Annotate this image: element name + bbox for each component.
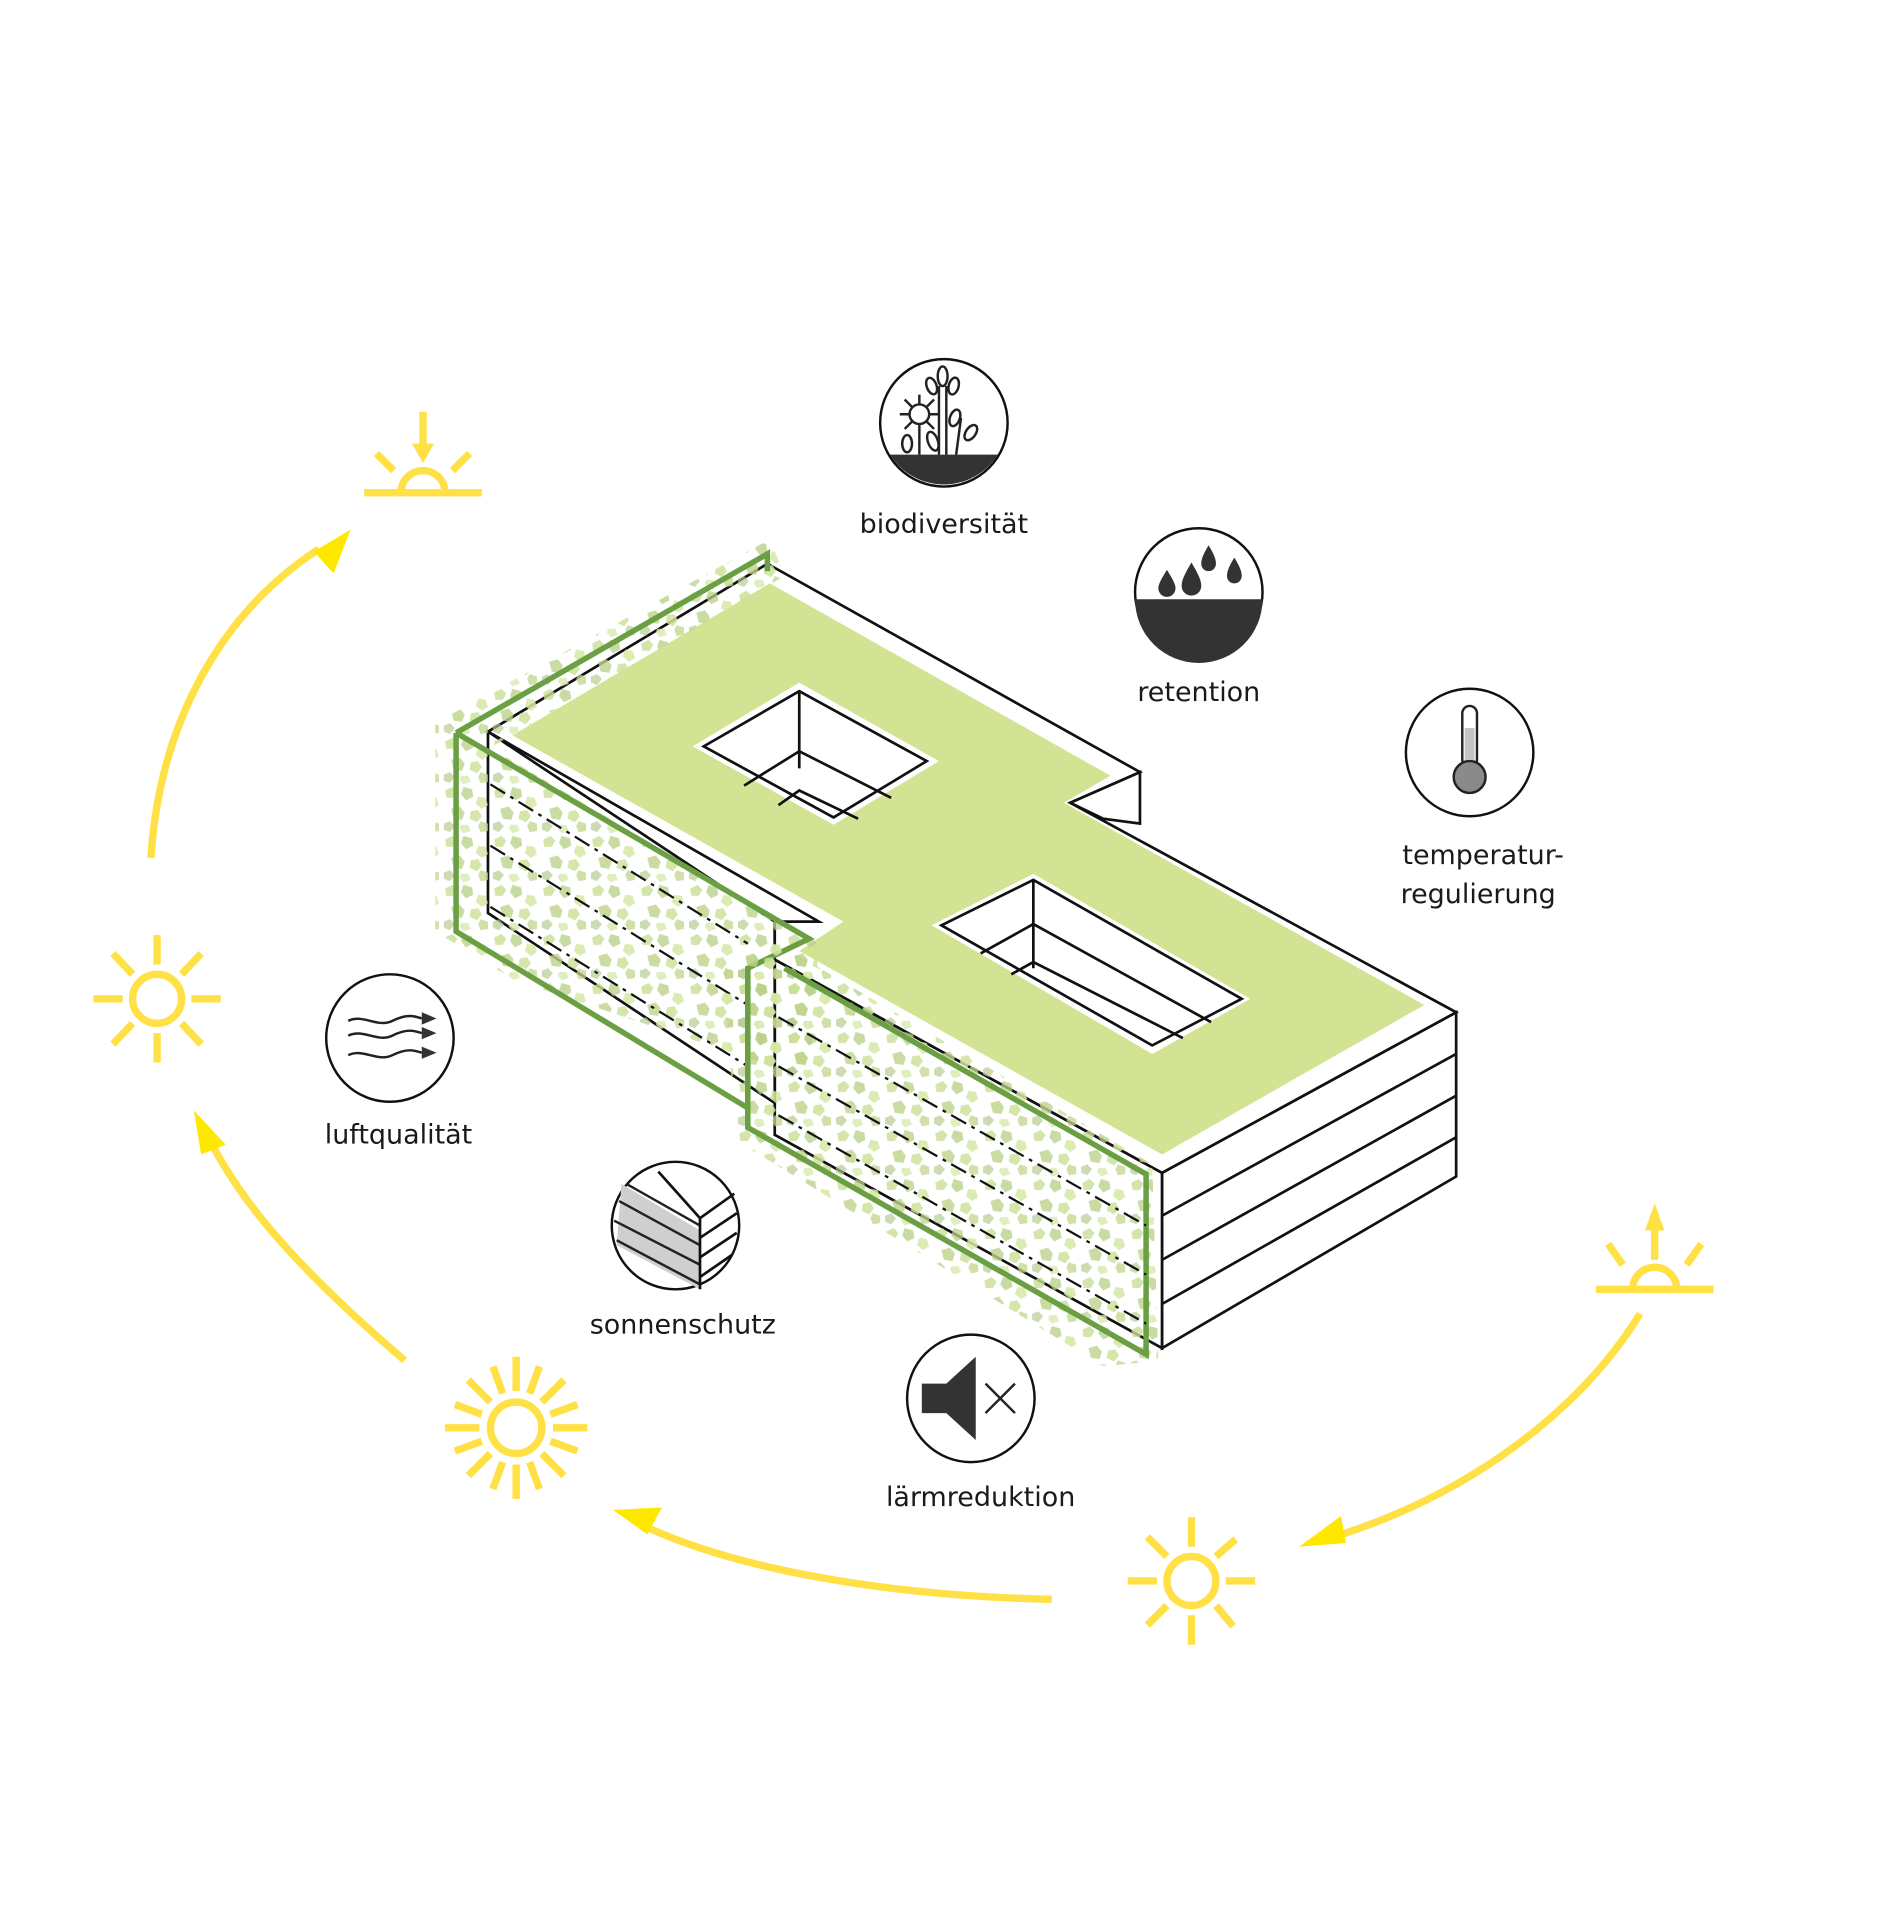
thermometer-icon [1452,704,1487,795]
sun-icon [445,1356,588,1499]
air-flow-icon [347,1012,437,1059]
arrowhead-icon [1299,1516,1346,1547]
building [435,539,1459,1367]
benefit-temperatur [1404,687,1535,818]
water-retention-icon [1158,545,1242,597]
sun-path-arc-bottom [642,1522,1052,1604]
speaker-muted-icon [921,1356,1016,1441]
sun-icon [93,935,221,1063]
sun-path-arc-lower-left [205,1135,408,1364]
arrowhead-icon [313,529,351,574]
courtyard-1 [692,682,939,825]
label-sonnenschutz: sonnenschutz [590,1309,776,1340]
benefit-biodiversitaet [878,357,1009,488]
label-temperatur-line1: temperatur- [1402,840,1563,871]
label-laermreduktion: lärmreduktion [886,1482,1075,1513]
label-retention: retention [1137,677,1260,708]
sun-path-arc-right [1328,1311,1644,1542]
sunset-icon [364,411,482,497]
green-facade-east [723,943,1159,1367]
courtyard-2 [931,873,1251,1054]
benefit-laermreduktion [905,1333,1036,1464]
label-biodiversitaet: biodiversität [860,509,1028,540]
sun-icon [1127,1517,1256,1645]
label-luftqualitaet: luftqualität [325,1119,472,1150]
flower-plants-icon [899,365,979,455]
sun-path-arc-upper-left [147,545,321,859]
shading-facade-icon [613,1170,738,1290]
arrowhead-icon [193,1110,226,1155]
label-temperatur-line2: regulierung [1401,879,1556,910]
sunrise-icon [1595,1203,1714,1293]
benefit-luftqualitaet [324,973,455,1104]
sun-path [93,411,1714,1645]
benefit-retention [1133,526,1264,664]
arrowhead-icon [612,1507,662,1535]
benefit-sonnenschutz [610,1160,741,1291]
